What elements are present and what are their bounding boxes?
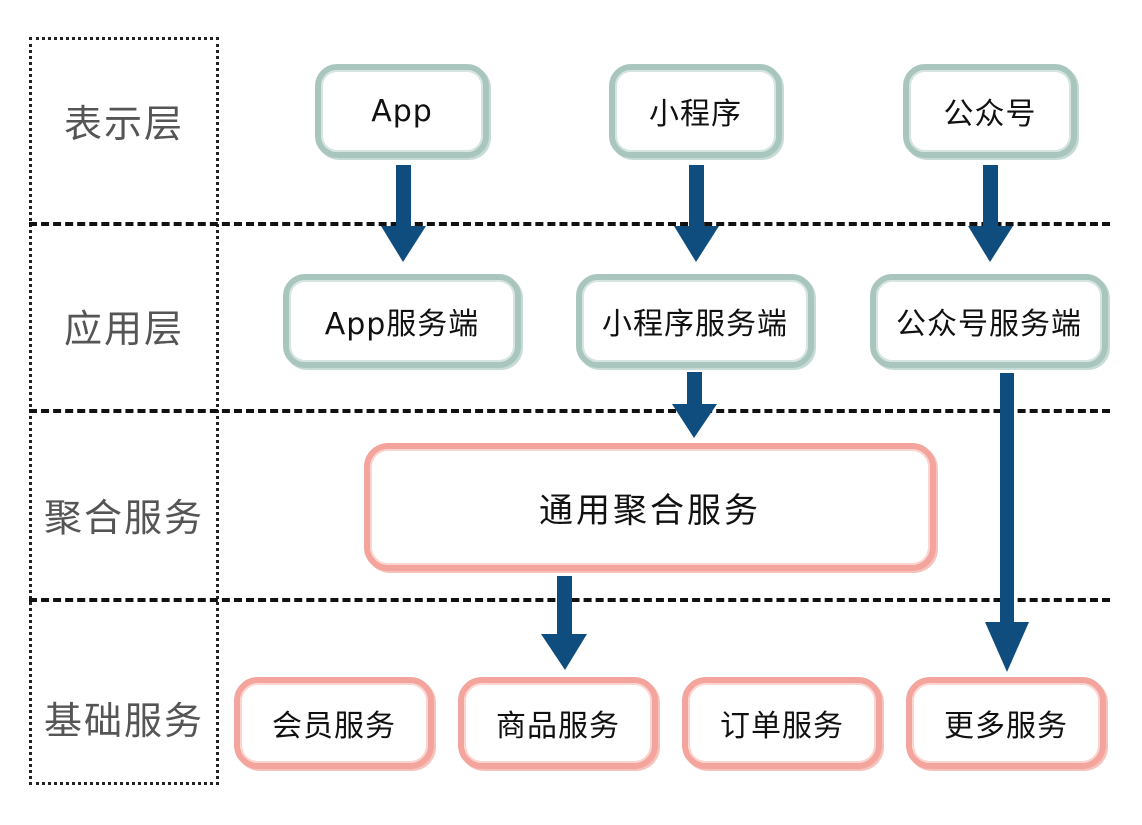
layer-separator [29, 598, 1110, 602]
node-product-service: 商品服务 [458, 677, 658, 769]
layer-separator [29, 409, 1110, 413]
node-app: App [315, 64, 489, 158]
node-member-service: 会员服务 [234, 677, 434, 769]
node-mini-program-server: 小程序服务端 [576, 274, 814, 368]
node-official-account: 公众号 [903, 64, 1077, 158]
node-mini-program: 小程序 [609, 64, 782, 158]
node-order-service: 订单服务 [682, 677, 882, 769]
node-app-server: App服务端 [283, 274, 521, 368]
arrow-mini-program-server-to-aggregation [672, 372, 717, 438]
layer-label-presentation: 表示层 [63, 102, 184, 146]
arrow-aggregation-to-basic [541, 576, 587, 670]
layer-separator [29, 222, 1110, 226]
node-official-account-server: 公众号服务端 [870, 274, 1108, 368]
layer-label-aggregation: 聚合服务 [43, 496, 204, 540]
arrow-app-to-app-server [381, 165, 426, 262]
layer-label-application: 应用层 [63, 307, 184, 351]
layer-label-basic: 基础服务 [43, 699, 204, 743]
node-general-aggregation: 通用聚合服务 [364, 443, 936, 571]
arrow-official-account-to-server [968, 165, 1013, 262]
arrow-mini-program-to-server [674, 165, 719, 262]
node-more-service: 更多服务 [906, 677, 1106, 769]
arrow-official-account-server-to-more [985, 373, 1029, 672]
